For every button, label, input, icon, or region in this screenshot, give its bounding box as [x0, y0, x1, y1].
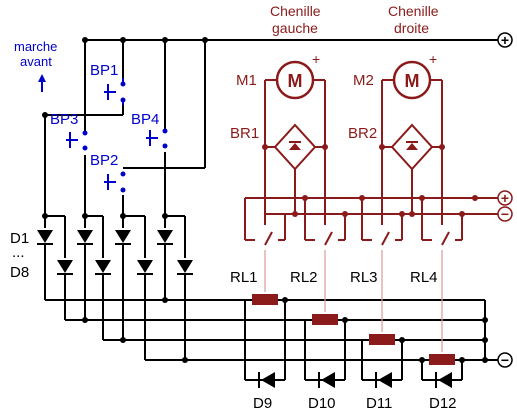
- terminal-minus-bottom: −: [501, 352, 509, 368]
- forward-label-line2: avant: [20, 54, 52, 69]
- label-ellipsis: ...: [12, 244, 25, 261]
- pushbutton-bp4: [146, 128, 168, 149]
- label-d10: D10: [308, 395, 336, 412]
- pushbutton-bp2: [104, 171, 126, 193]
- left-track-line2: gauche: [272, 20, 318, 36]
- motor-m2-plus: +: [429, 51, 437, 67]
- label-d8: D8: [10, 264, 29, 281]
- label-bp3: BP3: [50, 111, 78, 128]
- pushbuttons: [38, 74, 168, 193]
- right-track-line1: Chenille: [388, 3, 439, 19]
- label-rl3: RL3: [350, 269, 378, 286]
- relay-coil-rl1: [252, 294, 278, 305]
- label-m2: M2: [353, 72, 374, 89]
- terminal-plus-top: +: [501, 32, 509, 48]
- labels: marche avant BP1 BP3 BP4 BP2 D1 ... D8 C…: [10, 3, 509, 412]
- pushbutton-bp1: [104, 78, 126, 105]
- relay-contacts: [245, 231, 462, 246]
- motor-m2-letter: M: [405, 71, 420, 91]
- label-m1: M1: [236, 72, 257, 89]
- pushbutton-bp3: [66, 130, 88, 151]
- forward-label-line1: marche: [14, 39, 57, 54]
- label-br2: BR2: [348, 125, 377, 142]
- label-d9: D9: [253, 395, 272, 412]
- motor-m1-plus: +: [312, 51, 320, 67]
- label-br1: BR1: [230, 125, 259, 142]
- relay-coil-rl3: [369, 334, 395, 345]
- label-rl4: RL4: [410, 269, 438, 286]
- arrow-up-icon: [38, 74, 46, 82]
- label-d11: D11: [366, 395, 392, 412]
- label-d1: D1: [10, 230, 29, 247]
- terminal-plus-power: +: [501, 190, 509, 206]
- control-wiring: [37, 32, 513, 388]
- label-bp2: BP2: [90, 152, 118, 169]
- right-track-line2: droite: [394, 20, 429, 36]
- terminal-minus-power: −: [501, 206, 509, 222]
- label-bp4: BP4: [131, 111, 159, 128]
- power-circuit: [244, 60, 513, 365]
- motor-m1-letter: M: [288, 71, 303, 91]
- relay-coil-rl2: [312, 314, 338, 325]
- left-track-line1: Chenille: [270, 3, 321, 19]
- relay-coil-rl4: [429, 354, 455, 365]
- label-rl1: RL1: [230, 269, 258, 286]
- label-rl2: RL2: [290, 269, 318, 286]
- label-d12: D12: [429, 395, 457, 412]
- label-bp1: BP1: [90, 62, 118, 79]
